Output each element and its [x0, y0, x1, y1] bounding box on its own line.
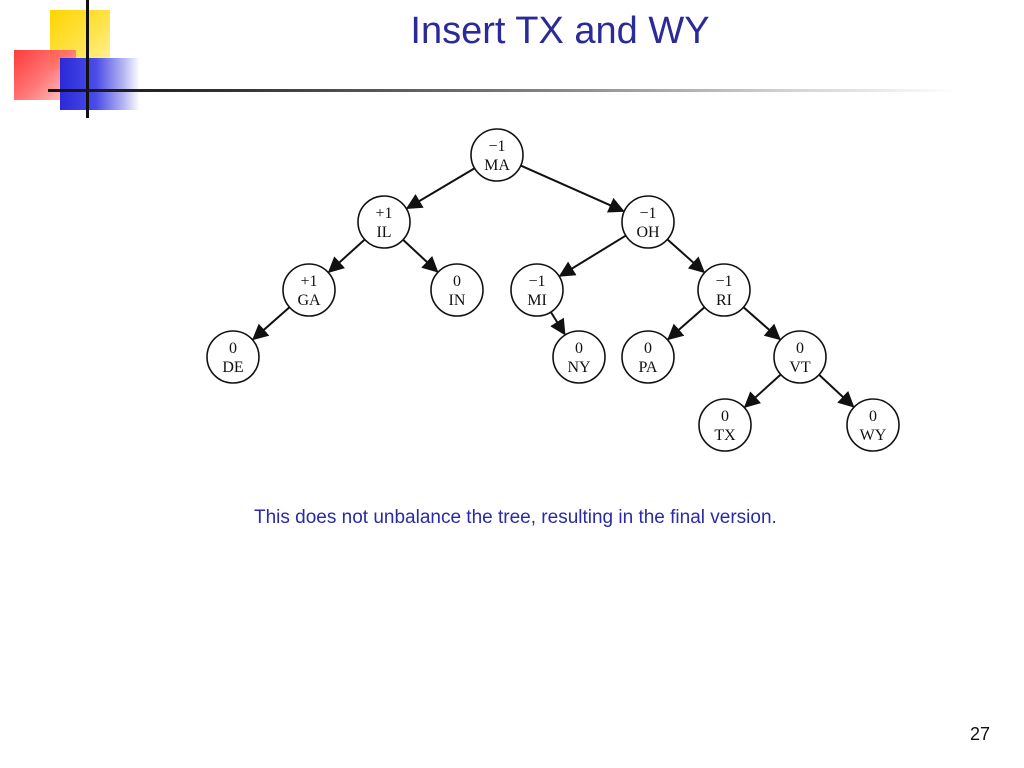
edge-ma-il	[405, 167, 476, 210]
tree-node-de: 0DE	[206, 330, 260, 384]
edge-vt-wy	[818, 373, 855, 408]
node-circle	[357, 195, 411, 249]
node-balance-factor: −1	[528, 273, 545, 290]
node-circle	[430, 263, 484, 317]
node-balance-factor: 0	[721, 408, 729, 425]
node-key-label: RI	[716, 292, 732, 309]
node-balance-factor: 0	[796, 340, 804, 357]
node-balance-factor: 0	[869, 408, 877, 425]
node-key-label: DE	[222, 359, 243, 376]
node-key-label: PA	[639, 359, 658, 376]
edge-oh-ri	[666, 238, 706, 274]
node-key-label: NY	[567, 359, 591, 376]
node-circle	[621, 330, 675, 384]
edge-ga-de	[252, 306, 291, 341]
edge-vt-tx	[743, 373, 782, 408]
node-key-label: MI	[527, 292, 547, 309]
title-underline	[48, 89, 960, 92]
node-balance-factor: 0	[644, 340, 652, 357]
edge-oh-mi	[558, 234, 627, 277]
node-balance-factor: −1	[715, 273, 732, 290]
edge-il-in	[402, 238, 439, 273]
tree-node-ri: −1RI	[697, 263, 751, 317]
node-key-label: IN	[449, 292, 466, 309]
edge-ri-pa	[667, 306, 706, 341]
node-key-label: VT	[789, 359, 811, 376]
node-balance-factor: +1	[300, 273, 317, 290]
tree-node-oh: −1OH	[621, 195, 675, 249]
node-circle	[282, 263, 336, 317]
node-key-label: GA	[297, 292, 321, 309]
node-key-label: OH	[636, 224, 660, 241]
slide-title: Insert TX and WY	[410, 10, 710, 52]
tree-node-il: +1IL	[357, 195, 411, 249]
node-circle	[470, 128, 524, 182]
node-balance-factor: 0	[229, 340, 237, 357]
node-circle	[773, 330, 827, 384]
node-balance-factor: −1	[488, 138, 505, 155]
node-circle	[510, 263, 564, 317]
node-circle	[846, 398, 900, 452]
tree-node-mi: −1MI	[510, 263, 564, 317]
tree-node-vt: 0VT	[773, 330, 827, 384]
page-number: 27	[969, 724, 990, 744]
tree-node-tx: 0TX	[698, 398, 752, 452]
node-key-label: MA	[484, 157, 510, 174]
edge-ma-oh	[520, 164, 625, 213]
slide-caption: This does not unbalance the tree, result…	[254, 507, 777, 528]
node-circle	[697, 263, 751, 317]
node-balance-factor: 0	[453, 273, 461, 290]
node-balance-factor: −1	[639, 205, 656, 222]
tree-node-wy: 0WY	[846, 398, 900, 452]
tree-node-ma: −1MA	[470, 128, 524, 182]
node-balance-factor: +1	[375, 205, 392, 222]
tree-node-in: 0IN	[430, 263, 484, 317]
node-circle	[206, 330, 260, 384]
edge-il-ga	[327, 238, 366, 273]
node-key-label: WY	[860, 427, 887, 444]
node-balance-factor: 0	[575, 340, 583, 357]
decor-blue-square	[60, 58, 140, 110]
tree-node-pa: 0PA	[621, 330, 675, 384]
tree-node-ga: +1GA	[282, 263, 336, 317]
decor-vertical-line	[86, 0, 89, 118]
node-circle	[698, 398, 752, 452]
node-key-label: TX	[714, 427, 736, 444]
node-circle	[621, 195, 675, 249]
node-circle	[552, 330, 606, 384]
edge-mi-ny	[549, 311, 566, 336]
edge-ri-vt	[742, 306, 781, 341]
tree-node-ny: 0NY	[552, 330, 606, 384]
node-key-label: IL	[376, 224, 391, 241]
